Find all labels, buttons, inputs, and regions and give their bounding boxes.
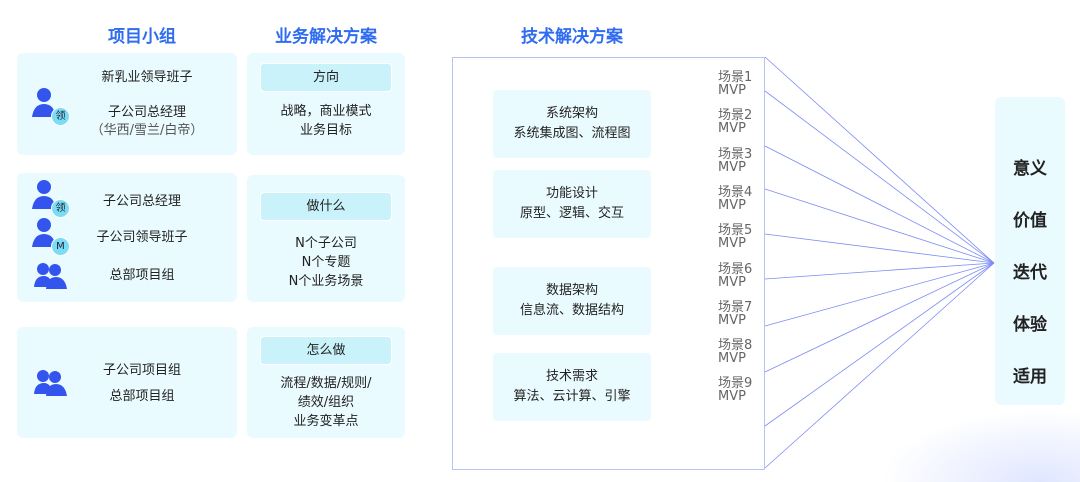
- scene-name: 场景8: [718, 338, 753, 354]
- tech-title: 数据架构: [545, 283, 598, 298]
- team-text: 新乳业领导班子: [101, 70, 193, 85]
- business-text: 业务变革点: [293, 414, 359, 429]
- team-text: 子公司领导班子: [96, 230, 188, 245]
- tech-card: 功能设计原型、逻辑、交互: [493, 170, 651, 238]
- value-item: 迭代: [1013, 263, 1047, 283]
- scene-name: 场景9: [718, 376, 753, 392]
- value-item: 意义: [1013, 159, 1047, 179]
- tech-card: 技术需求算法、云计算、引擎: [493, 353, 651, 421]
- person-icon: 领: [32, 87, 70, 126]
- tech-sub: 系统集成图、流程图: [513, 126, 631, 141]
- team-text: 子公司总经理: [102, 194, 181, 209]
- scene-mvp: MVP: [718, 121, 746, 137]
- team-text: 总部项目组: [109, 389, 175, 404]
- business-text: 战略，商业模式: [280, 104, 372, 119]
- team-card-3: 子公司项目组 总部项目组: [17, 327, 237, 438]
- team-header: 项目小组: [108, 27, 176, 47]
- value-item: 价值: [1013, 211, 1047, 231]
- connector-line: [764, 90, 995, 264]
- business-card-3: 怎么做 流程/数据/规则/ 绩效/组织 业务变革点: [247, 327, 405, 438]
- scene-mvp: MVP: [718, 236, 746, 252]
- business-card-1: 方向 战略，商业模式 业务目标: [247, 53, 405, 155]
- tech-title: 功能设计: [545, 186, 598, 201]
- tech-header: 技术解决方案: [521, 27, 623, 47]
- business-text: N个专题: [301, 255, 351, 270]
- connector-line: [764, 56, 995, 264]
- team-text: （华西/雪兰/白帝）: [90, 123, 204, 138]
- scene-name: 场景6: [718, 261, 753, 277]
- connector-line: [764, 262, 995, 327]
- tech-sub: 原型、逻辑、交互: [519, 206, 624, 221]
- team-card-2: 领 M 子公司总经理 子公司领导班子 总部项目组: [17, 173, 237, 302]
- connector-line: [764, 262, 995, 280]
- scene-name: 场景3: [718, 146, 753, 162]
- group-icon: [34, 369, 70, 401]
- tech-title: 系统架构: [545, 106, 598, 121]
- scene-mvp: MVP: [718, 389, 746, 405]
- scene-name: 场景7: [718, 299, 753, 315]
- value-item: 适用: [1013, 367, 1047, 387]
- group-icon: [34, 262, 70, 294]
- business-title: 怎么做: [260, 336, 392, 365]
- business-text: 业务目标: [299, 123, 352, 138]
- person-icon: M: [32, 217, 70, 256]
- glow-decoration: [880, 410, 1080, 482]
- leader-badge: 领: [51, 107, 70, 126]
- scene-mvp: MVP: [718, 197, 746, 213]
- scene-mvp: MVP: [718, 83, 746, 98]
- tech-sub: 算法、云计算、引擎: [513, 389, 631, 404]
- connector-line: [764, 188, 995, 264]
- connector-line: [764, 262, 995, 427]
- business-title: 做什么: [260, 192, 392, 221]
- team-text: 子公司总经理: [107, 105, 186, 120]
- scene-mvp: MVP: [718, 274, 746, 290]
- tech-sub: 信息流、数据结构: [519, 303, 624, 318]
- member-badge: M: [51, 237, 70, 256]
- connector-line: [764, 262, 995, 469]
- scene-mvp: MVP: [718, 351, 746, 367]
- tech-box: 系统架构系统集成图、流程图 功能设计原型、逻辑、交互 数据架构信息流、数据结构 …: [452, 57, 765, 470]
- scene-mvp: MVP: [718, 159, 746, 175]
- person-icon: 领: [32, 179, 70, 218]
- team-card-1: 领 新乳业领导班子 子公司总经理 （华西/雪兰/白帝）: [17, 53, 237, 155]
- scene-name: 场景1: [718, 70, 753, 85]
- connector-line: [764, 145, 995, 264]
- leader-badge: 领: [51, 199, 70, 218]
- value-item: 体验: [1013, 315, 1047, 335]
- connector-line: [764, 233, 995, 264]
- connector-line: [764, 262, 995, 373]
- tech-card: 数据架构信息流、数据结构: [493, 267, 651, 335]
- team-text: 总部项目组: [109, 268, 175, 283]
- scene-name: 场景2: [718, 108, 753, 124]
- team-text: 子公司项目组: [102, 363, 181, 378]
- business-text: 流程/数据/规则/: [280, 376, 372, 391]
- scene-name: 场景5: [718, 223, 753, 239]
- scene-name: 场景4: [718, 184, 753, 200]
- business-text: 绩效/组织: [297, 395, 355, 410]
- business-header: 业务解决方案: [275, 27, 377, 47]
- business-title: 方向: [260, 63, 392, 92]
- business-card-2: 做什么 N个子公司 N个专题 N个业务场景: [247, 175, 405, 302]
- tech-card: 系统架构系统集成图、流程图: [493, 90, 651, 158]
- business-text: N个业务场景: [288, 274, 364, 289]
- tech-title: 技术需求: [545, 369, 598, 384]
- values-box: 意义 价值 迭代 体验 适用: [995, 97, 1065, 405]
- business-text: N个子公司: [295, 236, 357, 251]
- scene-mvp: MVP: [718, 312, 746, 328]
